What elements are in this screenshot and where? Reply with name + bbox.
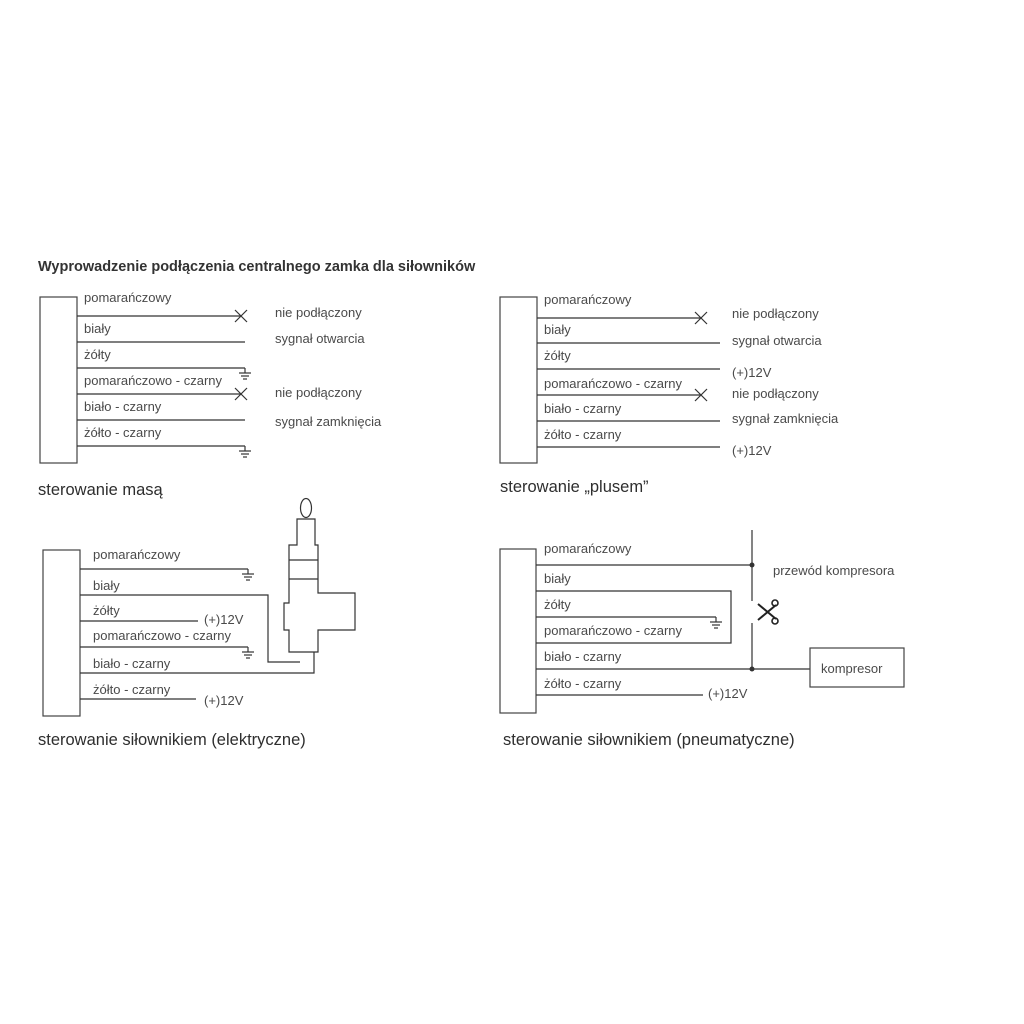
ground-icon (238, 367, 252, 380)
wire-label: żółto - czarny (84, 425, 162, 440)
scissors-icon (757, 599, 779, 625)
wire-label: pomarańczowy (84, 290, 172, 305)
note: (+)12V (204, 693, 244, 708)
connector-block (499, 548, 537, 714)
panel-caption: sterowanie masą (38, 481, 164, 499)
connector-block (42, 549, 81, 717)
note: sygnał zamknięcia (275, 414, 382, 429)
note: sygnał zamknięcia (732, 411, 839, 426)
panel-ground-control: pomarańczowy biały żółty pomarańczowo - … (38, 290, 382, 499)
compressor-wire-label: przewód kompresora (773, 563, 895, 578)
note: (+)12V (708, 686, 748, 701)
compressor-box (809, 647, 905, 688)
compressor-label: kompresor (821, 661, 883, 676)
note: nie podłączony (275, 305, 362, 320)
wire-label: żółto - czarny (544, 676, 622, 691)
ground-icon (241, 568, 255, 581)
panel-electric-actuator: pomarańczowy biały żółty pomarańczowo - … (38, 497, 356, 749)
note: nie podłączony (275, 385, 362, 400)
wire-label: pomarańczowo - czarny (93, 628, 231, 643)
note: (+)12V (732, 365, 772, 380)
panel-caption: sterowanie siłownikiem (elektryczne) (38, 731, 306, 749)
panel-pneumatic-actuator: pomarańczowy biały żółty pomarańczowo - … (499, 530, 905, 749)
wire-label: biały (84, 321, 111, 336)
note: (+)12V (732, 443, 772, 458)
actuator-icon (283, 497, 356, 653)
panel-plus-control: pomarańczowy biały żółty pomarańczowo - … (499, 292, 839, 496)
note: nie podłączony (732, 386, 819, 401)
note: nie podłączony (732, 306, 819, 321)
note: (+)12V (204, 612, 244, 627)
panel-caption: sterowanie siłownikiem (pneumatyczne) (503, 731, 795, 749)
ground-icon (709, 616, 723, 629)
wire-label: biały (93, 578, 120, 593)
wire-label: biało - czarny (544, 401, 622, 416)
wire-label: pomarańczowy (93, 547, 181, 562)
connector-block (39, 296, 78, 464)
wire-label: pomarańczowo - czarny (544, 376, 682, 391)
wire-label: biały (544, 571, 571, 586)
wire-label: biało - czarny (93, 656, 171, 671)
wire-label: biało - czarny (84, 399, 162, 414)
wire-label: żółto - czarny (93, 682, 171, 697)
wire-label: pomarańczowy (544, 292, 632, 307)
wire-label: żółty (84, 347, 111, 362)
junction-dot (749, 562, 755, 568)
junction-dot (749, 666, 755, 672)
wire-label: pomarańczowo - czarny (544, 623, 682, 638)
wire-label: żółto - czarny (544, 427, 622, 442)
wire-label: żółty (544, 348, 571, 363)
ground-icon (241, 646, 255, 659)
ground-icon (238, 445, 252, 458)
note: sygnał otwarcia (732, 333, 822, 348)
wire-label: żółty (544, 597, 571, 612)
wire-label: biały (544, 322, 571, 337)
wire-label: pomarańczowo - czarny (84, 373, 222, 388)
note: sygnał otwarcia (275, 331, 365, 346)
panel-caption: sterowanie „plusem” (500, 478, 649, 496)
wire-label: żółty (93, 603, 120, 618)
diagram-title: Wyprowadzenie podłączenia centralnego za… (38, 259, 476, 275)
wire-label: pomarańczowy (544, 541, 632, 556)
wire-label: biało - czarny (544, 649, 622, 664)
connector-block (499, 296, 538, 464)
